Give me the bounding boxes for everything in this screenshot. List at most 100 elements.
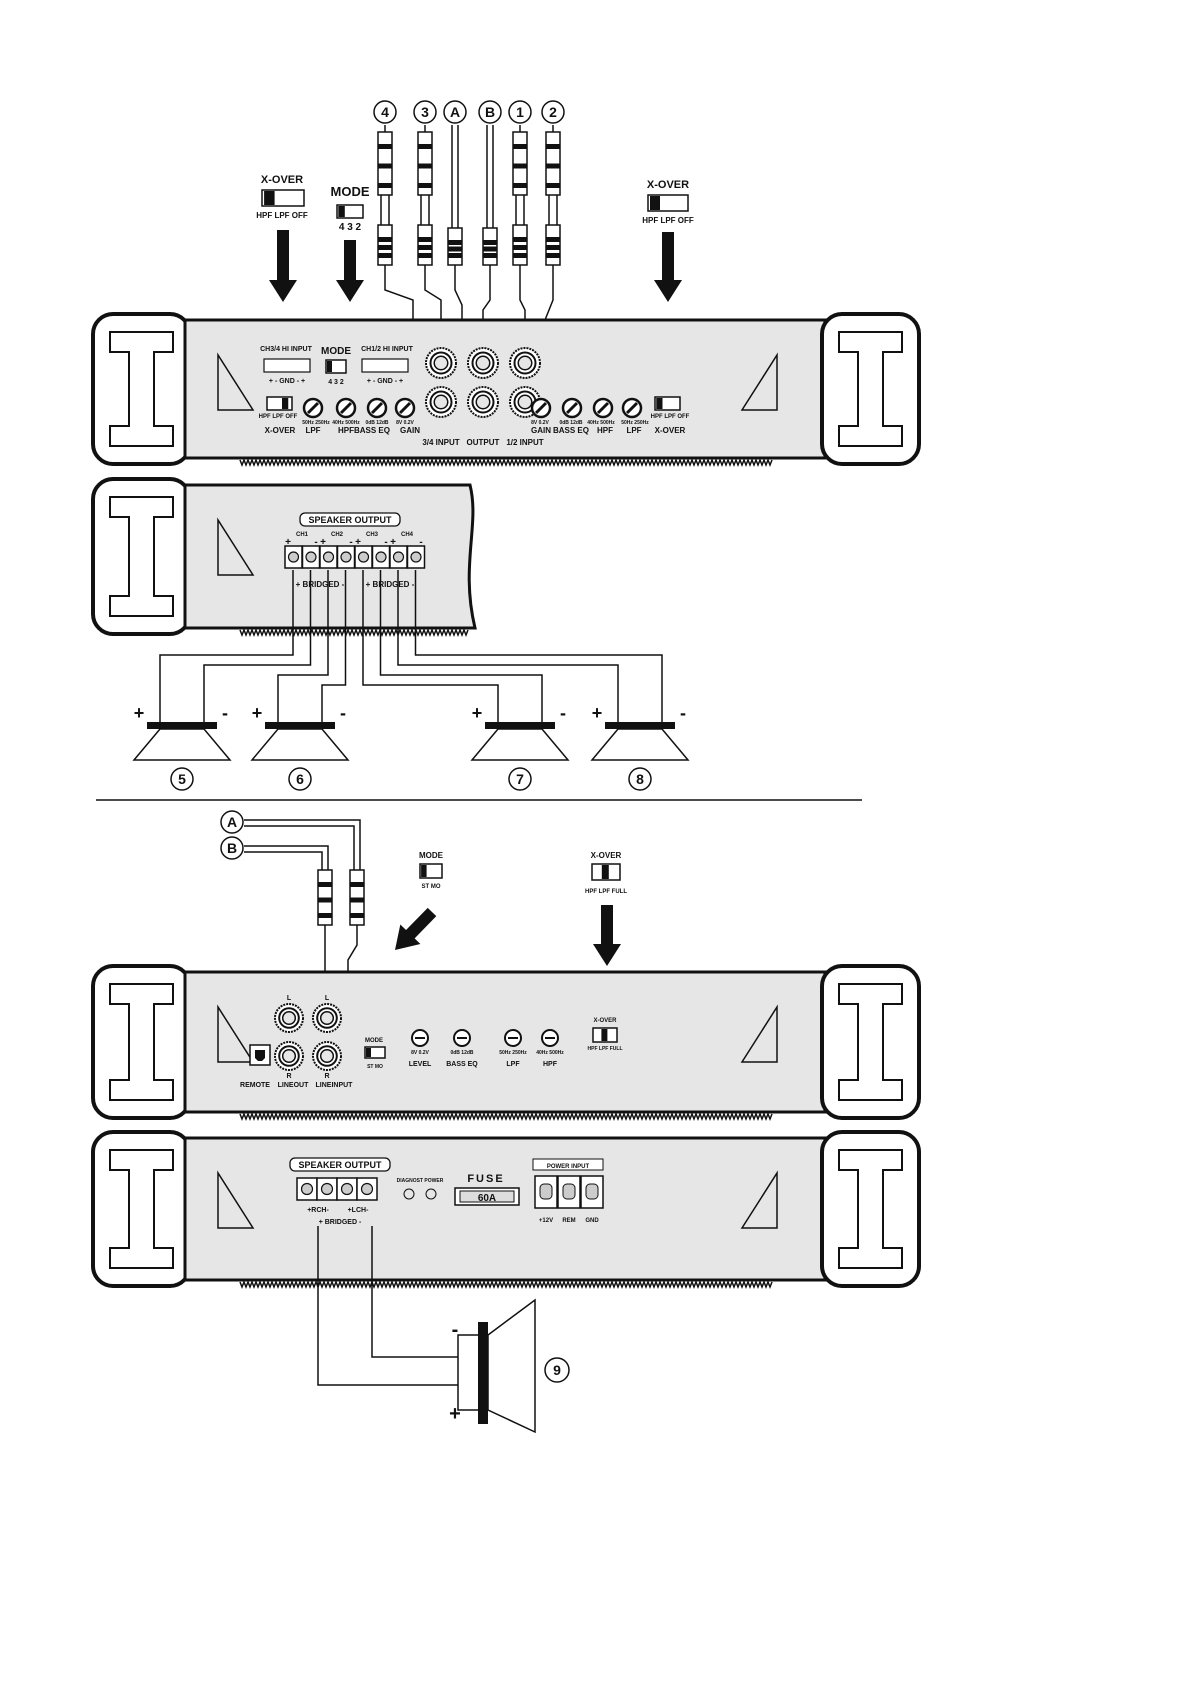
terminal-screw (322, 551, 335, 563)
power-terminal-label: REM (562, 1218, 575, 1224)
arrow-down-xover-left (269, 230, 297, 302)
control-label: BASS EQ (446, 1061, 478, 1068)
rca-plug-band (378, 183, 392, 188)
wire (159, 570, 294, 722)
rca-plug-band (546, 144, 560, 149)
ch12-pins-label: + - GND - + (367, 378, 403, 385)
speaker-8-cone (590, 728, 690, 761)
control-label: LEVEL (409, 1061, 432, 1068)
plus-label: + (390, 537, 396, 548)
jack-label: OUTPUT (467, 438, 500, 447)
knob-tick-label: 50Hz 250Hz (621, 420, 649, 426)
terminal-screw (375, 551, 387, 563)
xover-right-options: HPF LPF OFF (642, 216, 694, 225)
xover-left-switch-lever (264, 191, 275, 205)
rca-jack-band (418, 253, 432, 258)
rca-jack-band (546, 237, 560, 242)
speaker-7-magnet (485, 722, 555, 729)
control-label: LPF (626, 426, 641, 435)
lineinput-label: LINEINPUT (316, 1082, 354, 1089)
speaker-6-number-circle (288, 767, 312, 791)
rca-plug-band (513, 144, 527, 149)
power-terminal-label: GND (585, 1218, 599, 1224)
fuse-title: FUSE (467, 1173, 504, 1185)
rca-jack-band (378, 237, 392, 242)
speaker-8-number-circle (628, 767, 652, 791)
bridged-label: + BRIDGED - (366, 580, 415, 589)
speaker-5-number-circle (170, 767, 194, 791)
mounting-triangle (740, 1170, 778, 1229)
mode-options: ST MO (422, 884, 441, 890)
amp1-xover-left-options: HPF LPF OFF (259, 414, 298, 420)
fuse-value: 60A (478, 1193, 496, 1204)
wire (244, 819, 361, 870)
cable-label-b: B (227, 840, 237, 856)
mode-options: 4 3 2 (339, 222, 362, 233)
speaker-7-cone (470, 728, 570, 761)
rca-plug-band (418, 163, 432, 169)
heatsink-fins (239, 457, 773, 468)
speaker-9-number-circle (544, 1357, 570, 1383)
mode-title: MODE (419, 851, 444, 860)
jack-label: 1/2 INPUT (506, 438, 543, 447)
amp1-xover-left-switch-lever (282, 398, 289, 409)
wire (379, 570, 543, 722)
speaker-5-cone (132, 728, 232, 761)
rca-label-2-circle (443, 100, 467, 124)
rca-plug-band (418, 183, 432, 188)
lineinput-jack-right-center (319, 1048, 335, 1064)
ch34-input-connector (263, 358, 311, 373)
amp1-mode-title: MODE (321, 346, 351, 357)
jack-label: 3/4 INPUT (422, 438, 459, 447)
rca-jack-band (546, 253, 560, 258)
bridged-label: + BRIDGED - (296, 580, 345, 589)
amp3-mode-options: ST MO (367, 1064, 383, 1070)
knob-tick-label: 8V 0.2V (411, 1050, 429, 1056)
jack-l-label: L (325, 995, 330, 1002)
rch-label: +RCH- (307, 1207, 329, 1214)
amp4-right-endcap-i-shape (838, 1149, 903, 1269)
amp1-xover-right-switch-lever (656, 398, 663, 409)
rca-jack-band (378, 245, 392, 250)
rca-jack-band (378, 253, 392, 258)
rca-jack-band (513, 245, 527, 250)
wire (277, 570, 329, 722)
knob-tick-label: 8V 0.2V (531, 420, 549, 426)
rca-label-4-circle (508, 100, 532, 124)
amp3-right-endcap-i-shape (838, 983, 903, 1101)
plus-terminal-label: + (472, 703, 483, 723)
input-jack-top-center (475, 355, 491, 371)
knob-slot (398, 401, 412, 415)
speaker-6-cone (250, 728, 350, 761)
minus-terminal-label: - (680, 703, 686, 723)
mounting-triangle (217, 352, 255, 411)
knob-slot (596, 401, 610, 415)
power-terminal-screw (539, 1183, 553, 1200)
terminal-screw (410, 551, 422, 563)
terminal-screw (392, 551, 405, 563)
knob-slot (565, 401, 579, 415)
lineout-label: LINEOUT (278, 1082, 309, 1089)
wire (397, 570, 619, 722)
rca-plug-a-band (350, 913, 364, 918)
rca-plug-band (378, 163, 392, 169)
minus-label: - (349, 537, 352, 548)
jack-r-label: R (324, 1073, 329, 1080)
amp3-xover-title: X-OVER (593, 1018, 617, 1024)
wire (203, 570, 312, 722)
wire (321, 570, 347, 722)
control-label: X-OVER (265, 426, 296, 435)
jack-l-label: L (287, 995, 292, 1002)
diagnost-power-label: DIAGNOST POWER (397, 1178, 444, 1184)
amp3-mode-switch-lever (366, 1048, 371, 1057)
wire (362, 570, 499, 722)
knob-slot (339, 401, 353, 415)
arrow-down-mode (336, 240, 364, 302)
bridged-label: + BRIDGED - (319, 1219, 362, 1226)
terminal-screw (357, 551, 370, 563)
rca-plug-band (448, 253, 462, 258)
terminal-screw (340, 1182, 354, 1196)
plus-label: + (320, 537, 326, 548)
minus-label: - (314, 537, 317, 548)
